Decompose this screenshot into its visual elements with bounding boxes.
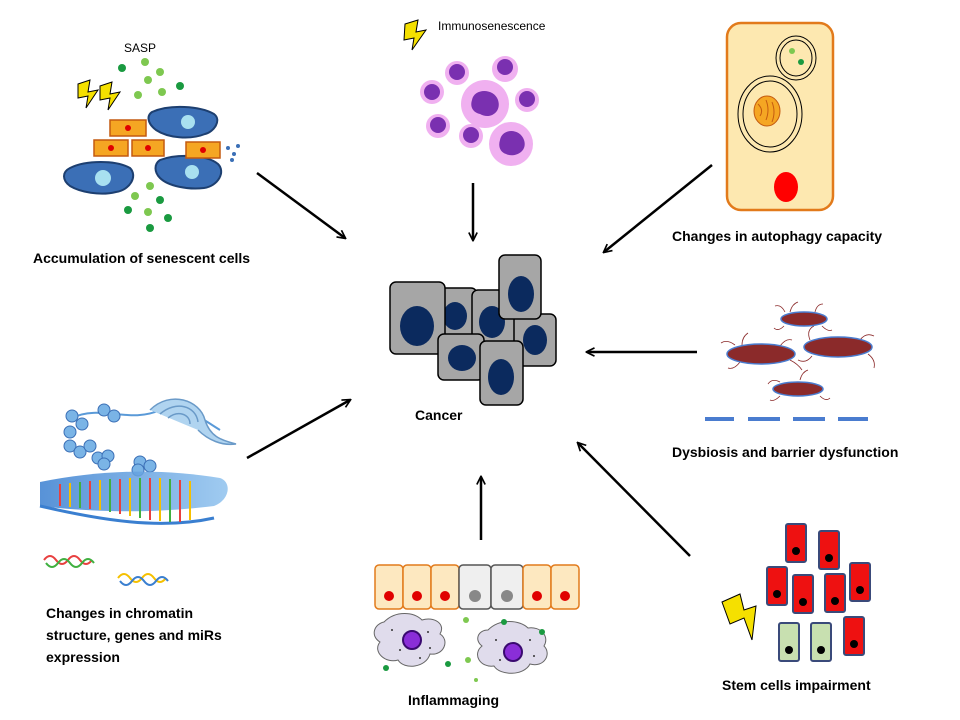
bacteria (720, 301, 875, 401)
arrow-senescent-to-cancer (256, 171, 345, 238)
arrow-chromatin-to-cancer (246, 400, 350, 460)
immunosenescence-label: Immunosenescence (438, 19, 546, 33)
cancer-cell-cluster (389, 254, 557, 406)
chromatin-illustration (39, 398, 237, 586)
sasp-label: SASP (124, 41, 156, 55)
dysbiosis-label: Dysbiosis and barrier dysfunction (672, 444, 898, 460)
senescent-cells-label: Accumulation of senescent cells (33, 250, 250, 266)
cytokine-dots (383, 617, 545, 682)
arrow-autophagy-to-cancer (604, 164, 713, 252)
cancer-cell (513, 313, 557, 367)
arrow-stemcells-to-cancer (578, 443, 691, 557)
arrows (246, 164, 713, 557)
cancer-cell (389, 281, 446, 355)
immune-cells (420, 56, 539, 166)
mitochondrion-icon (753, 95, 781, 127)
stem-cells (766, 523, 871, 662)
cancer-label: Cancer (415, 407, 463, 423)
lightning-icon (721, 593, 757, 641)
mirna-strands (43, 555, 169, 586)
autophagy-label: Changes in autophagy capacity (672, 228, 882, 244)
epithelium (374, 564, 580, 610)
cancer-cell (479, 340, 524, 406)
senescent-cells (63, 105, 223, 195)
bacteria-bodies (726, 311, 873, 397)
dna-bases (59, 478, 191, 522)
inflammaging-label: Inflammaging (408, 692, 499, 708)
lightning-icon (403, 19, 428, 51)
lightning-icon (77, 79, 122, 111)
cancer-cell (498, 254, 542, 320)
autophagy-cell (725, 21, 835, 212)
macrophages (373, 613, 548, 674)
sasp-dots (118, 58, 240, 232)
chromatin-label-line2: structure, genes and miRs (46, 627, 222, 643)
chromatin-label-line1: Changes in chromatin (46, 605, 193, 621)
cancer-cell (437, 333, 485, 381)
stem-cells-label: Stem cells impairment (722, 677, 871, 693)
chromatin-label-line3: expression (46, 649, 120, 665)
